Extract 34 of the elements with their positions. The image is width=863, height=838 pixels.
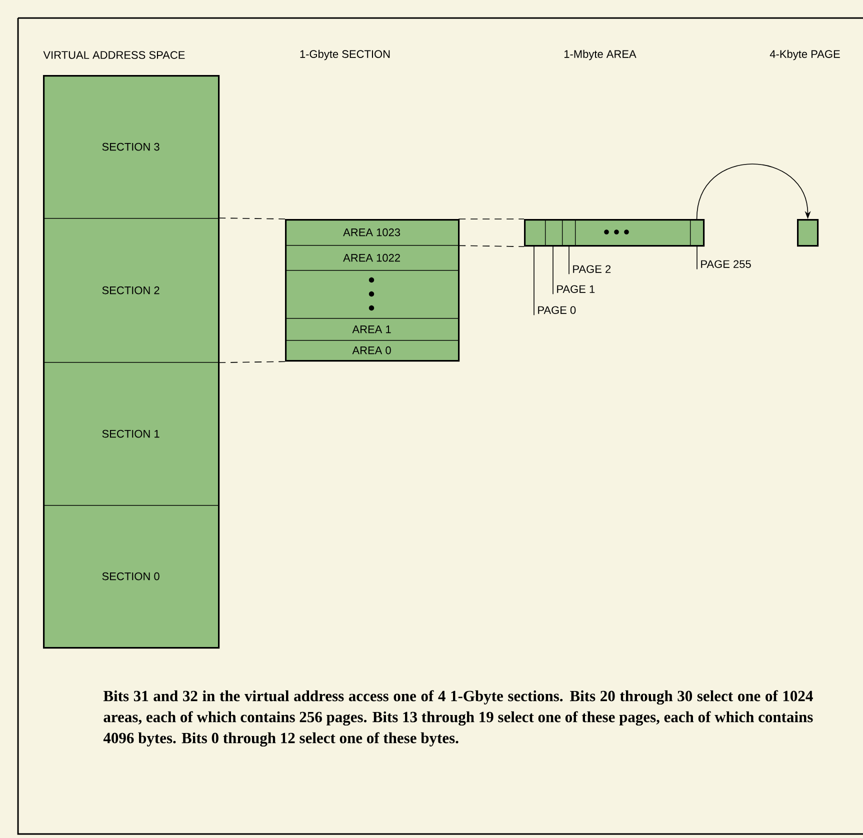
page-label: PAGE 2 [573,265,611,273]
caption: Bits 31 and 32 in the virtual address access one of 4 1-Gbyte sections. Bits 20 through 30 select one of 1024 areas, each of which contains 256 pages. Bits 13 through 19 select one of these pages, each of which contains 4096 bytes. Bits 0 through 12 select one of these bytes. [103,690,813,747]
row-box: AREA 1023 [285,219,459,246]
row-box: SECTION 2 [43,218,219,363]
column-heading: 1-Gbyte SECTION [300,50,390,60]
row-box: SECTION 0 [43,505,219,648]
cell [562,219,576,246]
row-box: AREA 1 [285,318,459,341]
row-box: AREA 1022 [285,245,459,271]
cell [690,219,704,246]
column-heading: 4-Kbyte PAGE [770,50,840,60]
cell [524,219,546,246]
cell [575,219,691,246]
page-box [797,219,819,247]
row-box: SECTION 1 [43,362,219,506]
leader-line [568,245,570,275]
leader-line [552,245,554,295]
row-box: SECTION 3 [43,75,219,219]
page-label: PAGE 255 [701,260,751,268]
page-label: PAGE 0 [538,306,576,314]
cell [545,219,563,246]
node-label: VIRTUAL ADDRESS SPACE [43,51,185,59]
column-heading: 1-Mbyte AREA [564,50,636,60]
cell [285,270,459,319]
projection-line [218,361,286,363]
leader-line [696,245,698,270]
curved-arrow [696,164,811,220]
page-strip [524,219,705,247]
section-stack [285,219,460,362]
page-label: PAGE 1 [557,285,595,293]
row-box: AREA 0 [285,340,459,361]
projection-line [458,218,524,220]
projection-line [218,218,286,220]
projection-line [458,245,524,247]
